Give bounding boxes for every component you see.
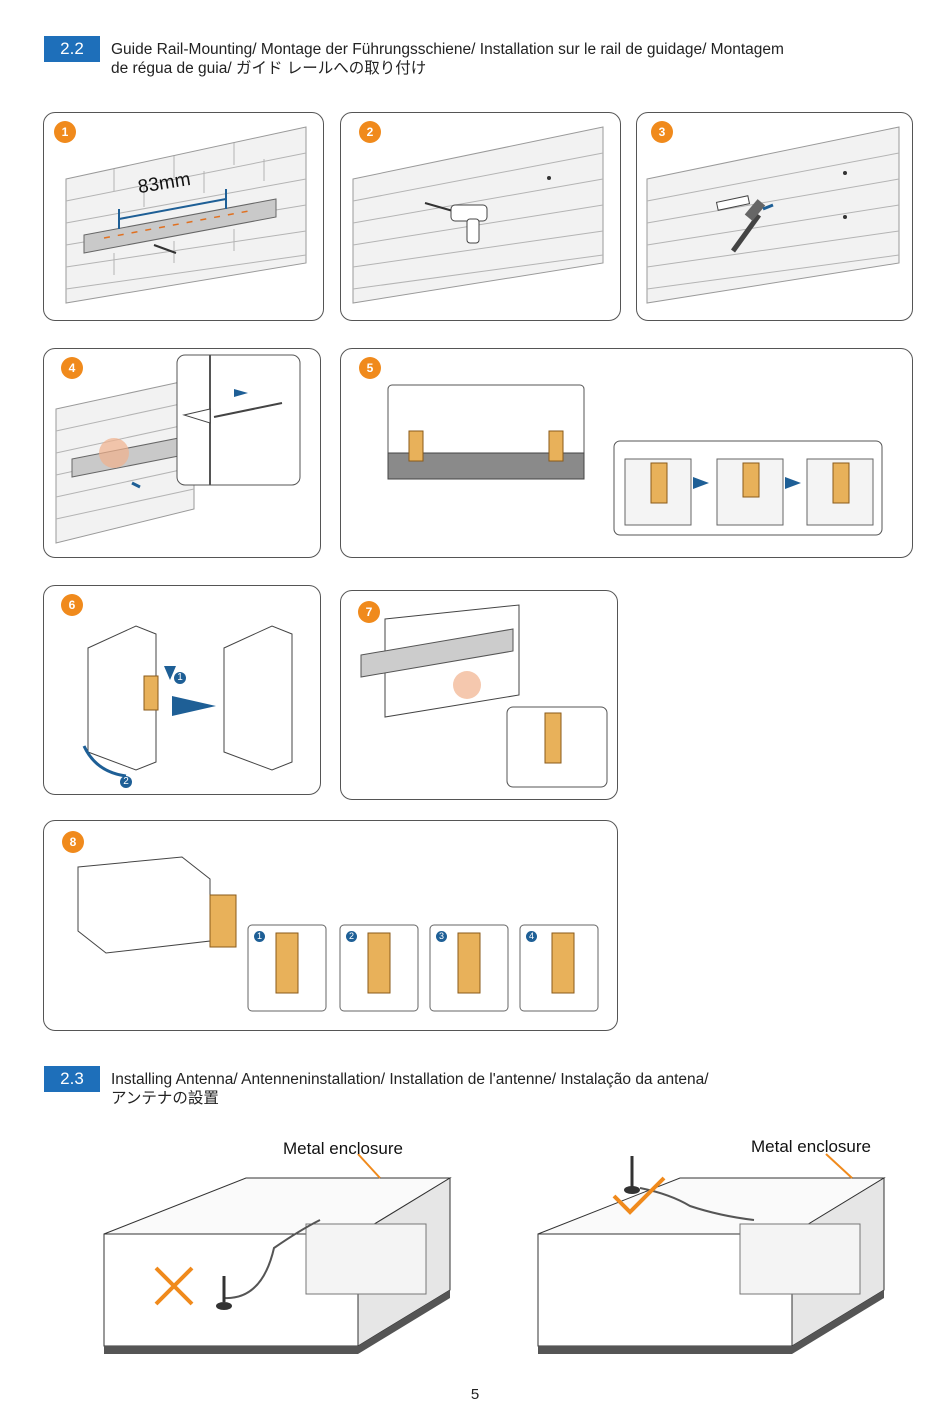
hammer-anchor-illustration bbox=[646, 126, 900, 304]
step-1-panel: 1 83mm bbox=[43, 112, 324, 321]
sub-step-3-badge: 3 bbox=[436, 931, 447, 942]
end-stop-illustration bbox=[77, 856, 599, 1012]
sub-step-1-badge: 1 bbox=[254, 931, 265, 942]
section-title: Installing Antenna/ Antenneninstallation… bbox=[111, 1070, 709, 1108]
brick-wall-rail-illustration bbox=[65, 126, 307, 304]
sub-step-2-badge: 2 bbox=[120, 776, 132, 788]
page-number: 5 bbox=[470, 1386, 480, 1403]
drill-wall-illustration bbox=[352, 126, 604, 304]
step-number-badge: 4 bbox=[61, 357, 83, 379]
step-number-badge: 5 bbox=[359, 357, 381, 379]
step-number-badge: 2 bbox=[359, 121, 381, 143]
step-number-badge: 7 bbox=[358, 601, 380, 623]
enclosure-incorrect bbox=[103, 1153, 452, 1354]
step-5-panel: 5 bbox=[340, 348, 913, 558]
sub-step-1-badge: 1 bbox=[174, 672, 186, 684]
step-4-panel: 4 bbox=[43, 348, 321, 558]
device-mount-illustration bbox=[82, 625, 293, 778]
section-title-line2: アンテナの設置 bbox=[111, 1090, 219, 1107]
antenna-placement-illustration bbox=[103, 1153, 886, 1354]
section-title-line2: de régua de guia/ ガイド レールへの取り付け bbox=[111, 60, 427, 77]
step-number-badge: 8 bbox=[62, 831, 84, 853]
section-number-badge: 2.3 bbox=[44, 1066, 100, 1092]
step-3-panel: 3 bbox=[636, 112, 913, 321]
step-number-badge: 6 bbox=[61, 594, 83, 616]
step-6-panel: 6 1 2 bbox=[43, 585, 321, 795]
enclosure-label-right: Metal enclosure bbox=[751, 1137, 872, 1156]
section-number-badge: 2.2 bbox=[44, 36, 100, 62]
clip-adjust-illustration bbox=[387, 384, 883, 536]
step-2-panel: 2 bbox=[340, 112, 621, 321]
step-8-panel: 8 1 2 3 4 bbox=[43, 820, 618, 1031]
section-title-line1: Installing Antenna/ Antenneninstallation… bbox=[111, 1071, 709, 1088]
enclosure-correct bbox=[537, 1153, 886, 1354]
enclosure-label-left: Metal enclosure bbox=[283, 1139, 404, 1158]
sub-step-2-badge: 2 bbox=[346, 931, 357, 942]
section-title-line1: Guide Rail-Mounting/ Montage der Führung… bbox=[111, 41, 784, 58]
step-number-badge: 3 bbox=[651, 121, 673, 143]
rail-screw-illustration bbox=[55, 354, 301, 544]
step-7-panel: 7 bbox=[340, 590, 618, 800]
rail-clip-lock-illustration bbox=[360, 604, 608, 788]
step-number-badge: 1 bbox=[54, 121, 76, 143]
sub-step-4-badge: 4 bbox=[526, 931, 537, 942]
section-title: Guide Rail-Mounting/ Montage der Führung… bbox=[111, 40, 784, 78]
